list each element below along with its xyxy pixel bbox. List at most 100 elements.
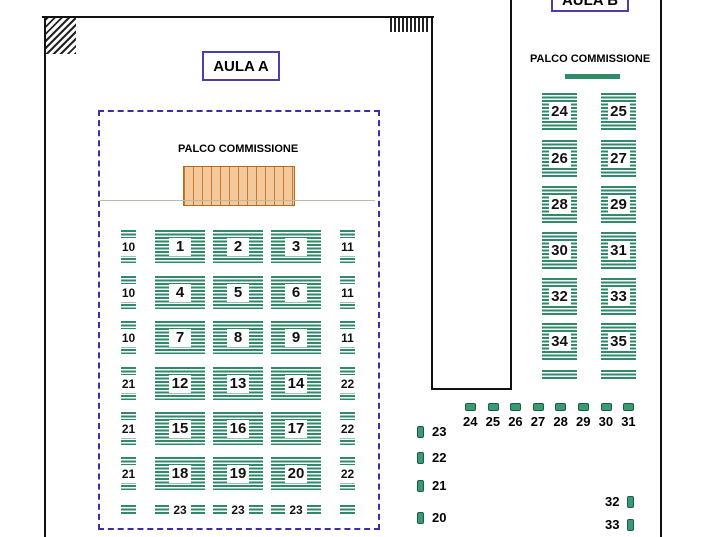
corridor-seat-label: 22 xyxy=(432,450,447,465)
block-label: 18 xyxy=(169,464,191,483)
seat-block-6[interactable]: 6 xyxy=(271,276,321,309)
seat-block-3[interactable]: 3 xyxy=(271,230,321,263)
seat-block-23[interactable]: 23 xyxy=(155,501,205,519)
aula-a-wall-left xyxy=(44,16,46,537)
seat-block-29[interactable]: 29 xyxy=(601,186,636,223)
corridor-seat-label: 32 xyxy=(605,494,620,509)
aula-a-wall-right xyxy=(431,16,433,388)
seat-block-17[interactable]: 17 xyxy=(271,412,321,445)
corridor-seat-32[interactable] xyxy=(627,496,634,508)
seat-block-bottom[interactable] xyxy=(601,370,636,380)
block-label: 19 xyxy=(227,464,249,483)
side-block-22[interactable]: 22 xyxy=(340,367,355,400)
seat-block-23[interactable]: 23 xyxy=(271,501,321,519)
stage-line xyxy=(100,200,375,201)
aula-b-stage xyxy=(565,74,620,79)
block-label: 21 xyxy=(121,374,136,393)
block-label: 8 xyxy=(227,328,249,347)
corridor-seat-label: 20 xyxy=(432,510,447,525)
seat-block-19[interactable]: 19 xyxy=(213,457,263,490)
block-label: 10 xyxy=(121,237,136,256)
corridor-seat-31[interactable] xyxy=(623,403,635,411)
block-label: 11 xyxy=(340,283,355,302)
corridor-seat-24[interactable] xyxy=(465,403,476,411)
seat-block-9[interactable]: 9 xyxy=(271,321,321,354)
aula-b-right-wall xyxy=(660,0,662,537)
side-block-10[interactable]: 10 xyxy=(121,276,136,309)
seat-block-7[interactable]: 7 xyxy=(155,321,205,354)
aula-a-dashed-boundary xyxy=(98,110,380,530)
aula-b-palco-label: PALCO COMMISSIONE xyxy=(530,53,651,65)
side-block-22[interactable]: 22 xyxy=(340,412,355,445)
block-label: 23 xyxy=(169,501,191,519)
seat-block-2[interactable]: 2 xyxy=(213,230,263,263)
corridor-seat-29[interactable] xyxy=(578,403,589,411)
aula-a-palco-label: PALCO COMMISSIONE xyxy=(178,143,299,155)
seat-block-23[interactable]: 23 xyxy=(213,501,263,519)
block-label: 29 xyxy=(607,195,630,214)
block-label: 15 xyxy=(169,419,191,438)
seat-block-18[interactable]: 18 xyxy=(155,457,205,490)
seat-block-14[interactable]: 14 xyxy=(271,367,321,400)
side-block-21[interactable]: 21 xyxy=(121,412,136,445)
seat-block-34[interactable]: 34 xyxy=(542,323,577,360)
seat-block-bottom[interactable] xyxy=(542,370,577,380)
seat-block-25[interactable]: 25 xyxy=(601,93,636,130)
aula-b-title: AULA B xyxy=(551,0,629,12)
corridor-seat-27[interactable] xyxy=(532,403,544,411)
corridor-seat-25[interactable] xyxy=(487,403,499,411)
block-label: 21 xyxy=(121,419,136,438)
corridor-seat-label: 24 xyxy=(463,414,478,429)
aula-b-outer-wall xyxy=(510,0,512,390)
seat-block-4[interactable]: 4 xyxy=(155,276,205,309)
side-block-22[interactable]: 22 xyxy=(340,457,355,490)
side-block-bottom-right[interactable] xyxy=(340,505,355,515)
corridor-seat-23[interactable] xyxy=(417,426,424,438)
block-label: 1 xyxy=(169,237,191,256)
block-label: 31 xyxy=(607,241,630,260)
side-block-11[interactable]: 11 xyxy=(340,276,355,309)
block-label: 26 xyxy=(548,149,571,168)
seat-block-15[interactable]: 15 xyxy=(155,412,205,445)
corridor-seat-28[interactable] xyxy=(555,403,567,411)
seat-block-33[interactable]: 33 xyxy=(601,278,636,315)
corridor-seat-label: 31 xyxy=(621,414,636,429)
seat-block-27[interactable]: 27 xyxy=(601,140,636,177)
seat-block-8[interactable]: 8 xyxy=(213,321,263,354)
seat-block-24[interactable]: 24 xyxy=(542,93,577,130)
side-block-11[interactable]: 11 xyxy=(340,230,355,263)
seat-block-32[interactable]: 32 xyxy=(542,278,577,315)
block-label: 25 xyxy=(607,102,630,121)
block-label: 13 xyxy=(227,374,249,393)
seat-block-30[interactable]: 30 xyxy=(542,232,577,269)
corridor-seat-20[interactable] xyxy=(417,512,424,524)
seat-block-35[interactable]: 35 xyxy=(601,323,636,360)
block-label: 24 xyxy=(548,102,571,121)
seat-block-13[interactable]: 13 xyxy=(213,367,263,400)
side-block-21[interactable]: 21 xyxy=(121,367,136,400)
block-label: 22 xyxy=(340,374,355,393)
corridor-seat-26[interactable] xyxy=(510,403,522,411)
side-block-10[interactable]: 10 xyxy=(121,321,136,354)
seat-block-12[interactable]: 12 xyxy=(155,367,205,400)
seat-block-31[interactable]: 31 xyxy=(601,232,636,269)
corridor-seat-30[interactable] xyxy=(600,403,612,411)
corridor-seat-label: 33 xyxy=(605,517,620,532)
corridor-seat-33[interactable] xyxy=(627,519,634,531)
corridor-seat-21[interactable] xyxy=(417,480,424,492)
side-block-11[interactable]: 11 xyxy=(340,321,355,354)
block-label: 10 xyxy=(121,328,136,347)
seat-block-20[interactable]: 20 xyxy=(271,457,321,490)
corridor-seat-label: 27 xyxy=(530,414,546,429)
side-block-bottom-left[interactable] xyxy=(121,505,136,515)
corridor-seat-22[interactable] xyxy=(417,452,424,464)
seat-block-16[interactable]: 16 xyxy=(213,412,263,445)
side-block-10[interactable]: 10 xyxy=(121,230,136,263)
seat-block-26[interactable]: 26 xyxy=(542,140,577,177)
seat-block-1[interactable]: 1 xyxy=(155,230,205,263)
seat-block-28[interactable]: 28 xyxy=(542,186,577,223)
seat-block-5[interactable]: 5 xyxy=(213,276,263,309)
side-block-21[interactable]: 21 xyxy=(121,457,136,490)
block-label: 14 xyxy=(285,374,307,393)
aula-a-title: AULA A xyxy=(202,51,280,81)
